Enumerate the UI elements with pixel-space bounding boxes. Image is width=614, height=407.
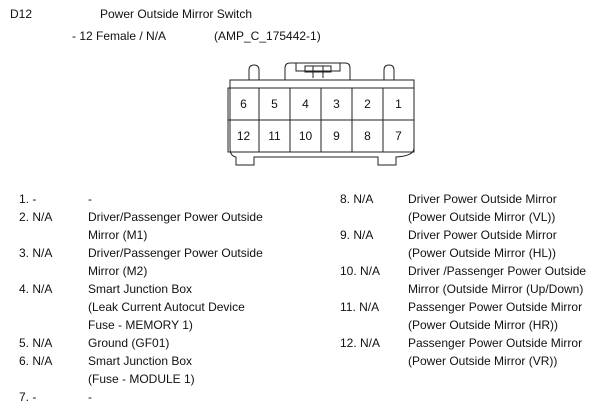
- pin-entry-number: 2. N/A: [19, 210, 53, 224]
- pin-number-10: 10: [299, 129, 313, 143]
- connector-id: D12: [10, 7, 33, 21]
- pin-grid: 6 5 4 3 2 1 12 11 10 9 8 7: [228, 88, 414, 152]
- pin-entry-number: 10. N/A: [340, 264, 381, 278]
- pin-number-9: 9: [333, 129, 340, 143]
- pin-entry-number: 6. N/A: [19, 354, 53, 368]
- pin-entry-description: Mirror (M1): [88, 228, 148, 242]
- pin-number-5: 5: [271, 97, 278, 111]
- pin-entry-number: 5. N/A: [19, 336, 53, 350]
- pin-entry-number: 12. N/A: [340, 336, 381, 350]
- pin-entry-description: Driver/Passenger Power Outside: [88, 246, 263, 260]
- pin-entry-number: 8. N/A: [340, 192, 374, 206]
- connector-name: Power Outside Mirror Switch: [100, 7, 253, 21]
- part-number: (AMP_C_175442-1): [214, 29, 321, 43]
- pin-entry-description: Passenger Power Outside Mirror: [408, 300, 583, 314]
- right-latch-tab: [383, 64, 395, 80]
- pin-entry-description: Mirror (M2): [88, 264, 148, 278]
- pin-number-12: 12: [237, 129, 251, 143]
- pin-entry-description: (Power Outside Mirror (VL)): [408, 210, 556, 224]
- pin-entry-description: (Leak Current Autocut Device: [88, 300, 245, 314]
- connector-type: - 12 Female / N/A: [72, 29, 167, 43]
- pin-number-7: 7: [395, 129, 402, 143]
- pin-entry-description: Driver Power Outside Mirror: [408, 228, 557, 242]
- pin-entry-description: Passenger Power Outside Mirror: [408, 336, 583, 350]
- pin-number-8: 8: [364, 129, 371, 143]
- pin-entry-description: Ground (GF01): [88, 336, 170, 350]
- pin-entry-description: Fuse - MEMORY 1): [88, 318, 193, 332]
- pin-entry-description: Driver /Passenger Power Outside: [408, 264, 587, 278]
- pin-entry-description: Mirror (Outside Mirror (Up/Down): [408, 282, 584, 296]
- pin-entry-description: Driver Power Outside Mirror: [408, 192, 557, 206]
- pin-entry-description: (Power Outside Mirror (VR)): [408, 354, 558, 368]
- pin-number-1: 1: [395, 97, 402, 111]
- pin-entry-number: 3. N/A: [19, 246, 53, 260]
- pin-number-6: 6: [240, 97, 247, 111]
- pin-number-11: 11: [268, 129, 281, 143]
- pin-number-4: 4: [302, 97, 309, 111]
- pin-entry-number: 4. N/A: [19, 282, 53, 296]
- pin-entry-description: -: [88, 192, 92, 206]
- pin-entry-description: Smart Junction Box: [88, 354, 193, 368]
- left-latch-tab: [248, 64, 260, 80]
- pin-entry-number: 9. N/A: [340, 228, 374, 242]
- pin-entry-description: (Power Outside Mirror (HR)): [408, 318, 559, 332]
- pin-number-3: 3: [333, 97, 340, 111]
- pin-number-2: 2: [364, 97, 371, 111]
- pin-entry-description: Smart Junction Box: [88, 282, 193, 296]
- pin-entry-number: 1. -: [19, 192, 37, 206]
- center-lock: [284, 62, 351, 80]
- pin-entry-number: 11. N/A: [340, 300, 380, 314]
- pin-entry-number: 7. -: [19, 390, 37, 404]
- pin-entry-description: (Fuse - MODULE 1): [88, 372, 195, 386]
- pin-entry-description: Driver/Passenger Power Outside: [88, 210, 263, 224]
- pin-entry-description: -: [88, 390, 92, 404]
- pin-entry-description: (Power Outside Mirror (HL)): [408, 246, 557, 260]
